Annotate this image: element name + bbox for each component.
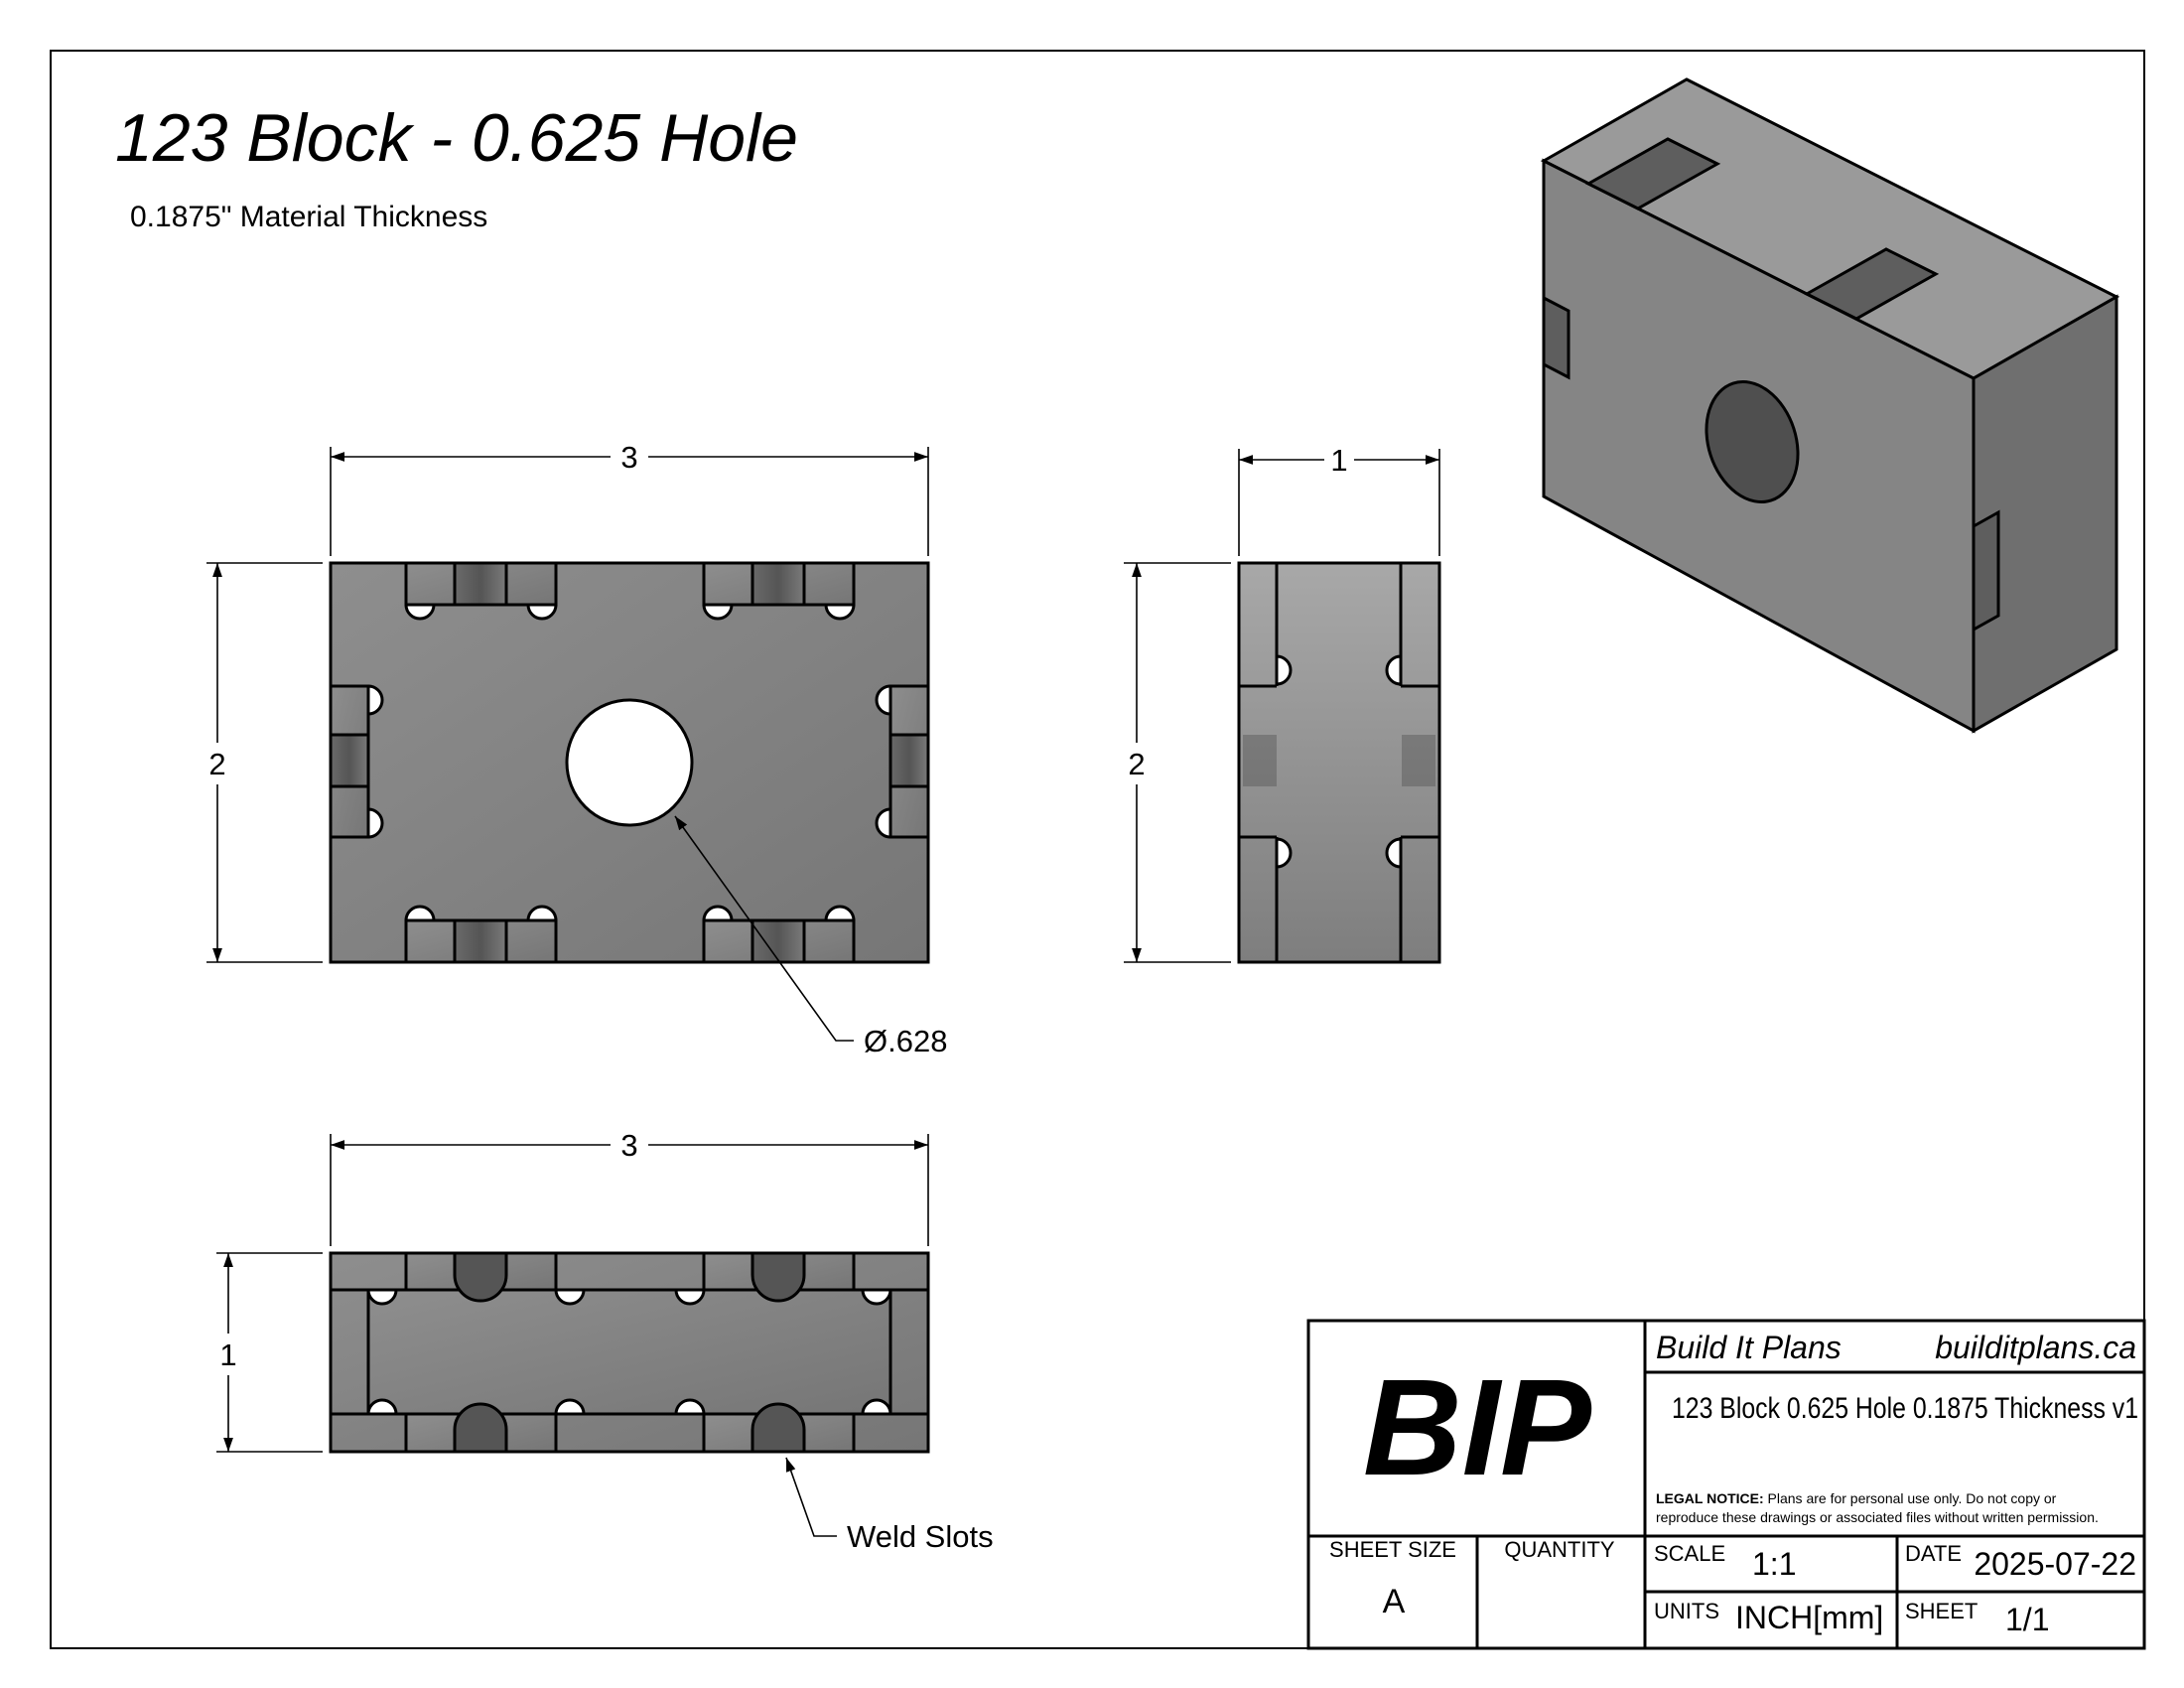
- sheet-label: SHEET: [1905, 1599, 1978, 1623]
- legal-line1: Plans are for personal use only. Do not …: [1768, 1490, 2057, 1506]
- logo: BIP: [1363, 1351, 1592, 1504]
- front-width-dim: 3: [620, 440, 637, 475]
- center-hole: [565, 698, 694, 827]
- iso-hole: [1705, 379, 1800, 504]
- front-dimensions: 3 2 Ø.628: [206, 440, 947, 1058]
- scale-value: 1:1: [1752, 1546, 1796, 1582]
- top-view: [329, 1251, 930, 1454]
- drawing-subtitle: 0.1875" Material Thickness: [130, 201, 487, 233]
- drawing-name: 123 Block 0.625 Hole 0.1875 Thickness v1: [1672, 1392, 2138, 1425]
- legal-label: LEGAL NOTICE:: [1656, 1490, 1764, 1506]
- drawing-title: 123 Block - 0.625 Hole: [115, 100, 798, 176]
- side-height-dim: 2: [1128, 747, 1145, 781]
- legal-line2: reproduce these drawings or associated f…: [1656, 1509, 2099, 1525]
- top-width-dim: 3: [620, 1128, 637, 1163]
- side-view: [1237, 561, 1441, 964]
- scale-label: SCALE: [1654, 1541, 1725, 1566]
- units-value: INCH[mm]: [1735, 1600, 1883, 1635]
- front-height-dim: 2: [208, 747, 225, 781]
- sheet-size-value: A: [1383, 1583, 1406, 1620]
- title-block: BIP Build It Plans builditplans.ca 123 B…: [1306, 1319, 2146, 1650]
- quantity-label: QUANTITY: [1504, 1537, 1615, 1562]
- company-name: Build It Plans: [1656, 1330, 1842, 1365]
- date-label: DATE: [1905, 1541, 1962, 1566]
- side-dimensions: 1 2: [1124, 443, 1440, 963]
- website: builditplans.ca: [1935, 1330, 2136, 1365]
- units-label: UNITS: [1654, 1599, 1719, 1623]
- side-width-dim: 1: [1330, 443, 1347, 478]
- weld-slots-callout: Weld Slots: [847, 1519, 994, 1554]
- front-view: [329, 561, 930, 964]
- date-value: 2025-07-22: [1974, 1546, 2136, 1582]
- hole-diameter-callout: Ø.628: [864, 1024, 947, 1058]
- sheet-size-label: SHEET SIZE: [1329, 1537, 1456, 1562]
- isometric-view: [1540, 77, 2120, 734]
- top-dimensions: 3 1 Weld Slots: [216, 1128, 994, 1554]
- svg-text:LEGAL NOTICE: Plans are for pe: LEGAL NOTICE: Plans are for personal use…: [1656, 1490, 2057, 1506]
- sheet-value: 1/1: [2005, 1602, 2049, 1637]
- sheet-border: [50, 50, 2145, 1649]
- top-height-dim: 1: [219, 1337, 236, 1372]
